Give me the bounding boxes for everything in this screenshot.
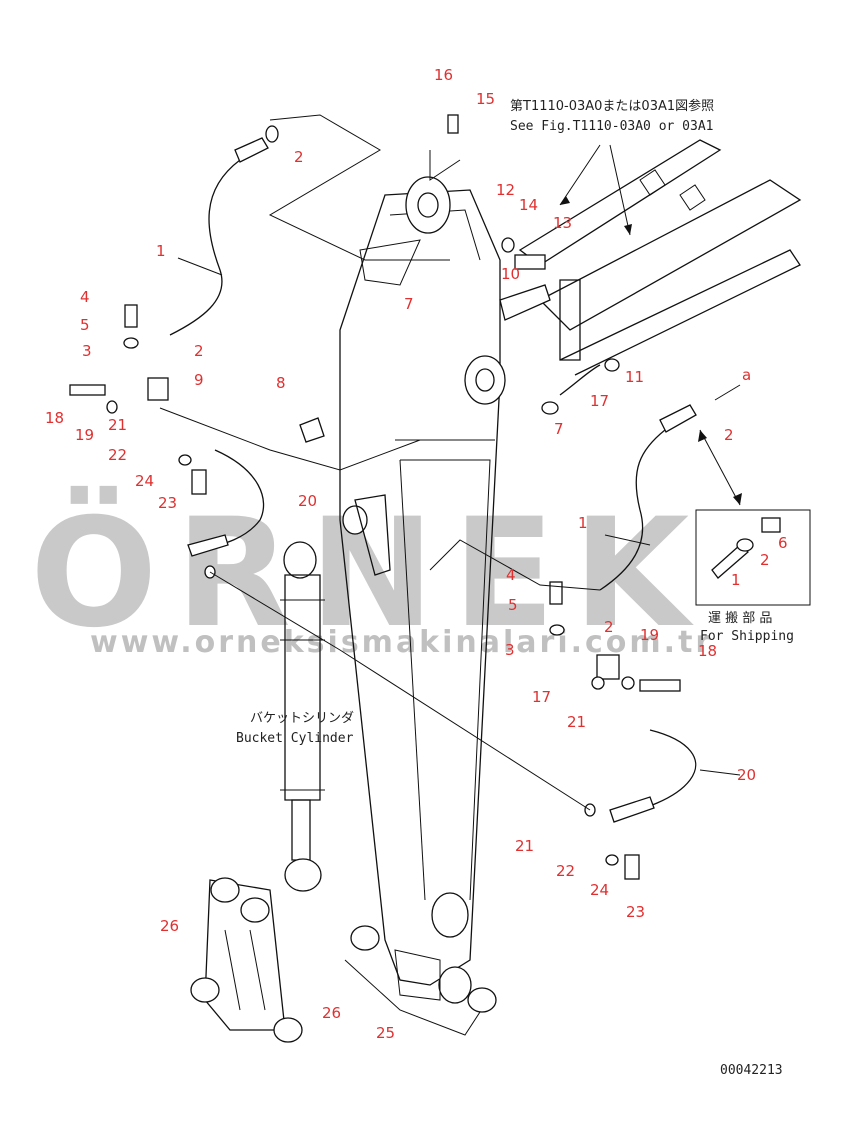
callout-18: 18 <box>45 409 64 427</box>
callout-4: 4 <box>80 288 90 306</box>
o-rings <box>190 925 497 1043</box>
callout-3: 3 <box>82 342 92 360</box>
fittings <box>69 114 681 880</box>
callout-26: 26 <box>160 917 179 935</box>
callout-17: 17 <box>590 392 609 410</box>
callout-22: 22 <box>108 446 127 464</box>
callout-18: 18 <box>698 642 717 660</box>
callout-26: 26 <box>322 1004 341 1022</box>
bucket-cylinder <box>280 541 325 892</box>
callout-1: 1 <box>156 242 166 260</box>
callout-4: 4 <box>506 566 516 584</box>
callout-20: 20 <box>298 492 317 510</box>
watermark-url: www.orneksismakinalari.com.tr <box>90 625 713 660</box>
callout-23: 23 <box>626 903 645 921</box>
callout-5: 5 <box>508 596 518 614</box>
callout-15: 15 <box>476 90 495 108</box>
callout-20: 20 <box>737 766 756 784</box>
callout-3: 3 <box>505 641 515 659</box>
arm <box>339 176 506 1004</box>
callout-24: 24 <box>590 881 609 899</box>
callout-21: 21 <box>108 416 127 434</box>
callout-2: 2 <box>760 551 770 569</box>
callout-8: 8 <box>276 374 286 392</box>
callout-12: 12 <box>496 181 515 199</box>
callout-21: 21 <box>567 713 586 731</box>
callout-25: 25 <box>376 1024 395 1042</box>
drawing-number: 00042213 <box>720 1063 783 1078</box>
callout-5: 5 <box>80 316 90 334</box>
callout-7: 7 <box>554 420 564 438</box>
callout-2: 2 <box>294 148 304 166</box>
callout-23: 23 <box>158 494 177 512</box>
callout-2: 2 <box>604 618 614 636</box>
view-mark: a <box>742 366 751 384</box>
callout-17: 17 <box>532 688 551 706</box>
callout-7: 7 <box>404 295 414 313</box>
callout-2: 2 <box>194 342 204 360</box>
callout-2: 2 <box>724 426 734 444</box>
boom <box>518 139 802 376</box>
callout-19: 19 <box>640 626 659 644</box>
callout-21: 21 <box>515 837 534 855</box>
callout-16: 16 <box>434 66 453 84</box>
callout-9: 9 <box>194 371 204 389</box>
reference-note-en: See Fig.T1110-03A0 or 03A1 <box>510 119 714 134</box>
callout-6: 6 <box>778 534 788 552</box>
callout-1: 1 <box>578 514 588 532</box>
callout-22: 22 <box>556 862 575 880</box>
callout-19: 19 <box>75 426 94 444</box>
callout-11: 11 <box>625 368 644 386</box>
callout-24: 24 <box>135 472 154 490</box>
reference-note-jp: 第T1110-03A0または03A1図参照 <box>510 98 714 114</box>
bucket-cylinder-label-en: Bucket Cylinder <box>236 731 354 746</box>
hoses <box>169 137 697 823</box>
shipping-inset: 運 搬 部 品 For Shipping <box>695 509 811 644</box>
bucket-link <box>204 877 286 1031</box>
shipping-label-jp: 運 搬 部 品 <box>708 611 772 626</box>
leader-lines <box>159 114 742 1036</box>
callout-14: 14 <box>519 196 538 214</box>
callout-10: 10 <box>501 265 520 283</box>
bucket-cylinder-label-jp: バケットシリンダ <box>250 711 354 726</box>
shipping-label-en: For Shipping <box>700 629 794 644</box>
callout-1: 1 <box>731 571 741 589</box>
callout-13: 13 <box>553 214 572 232</box>
